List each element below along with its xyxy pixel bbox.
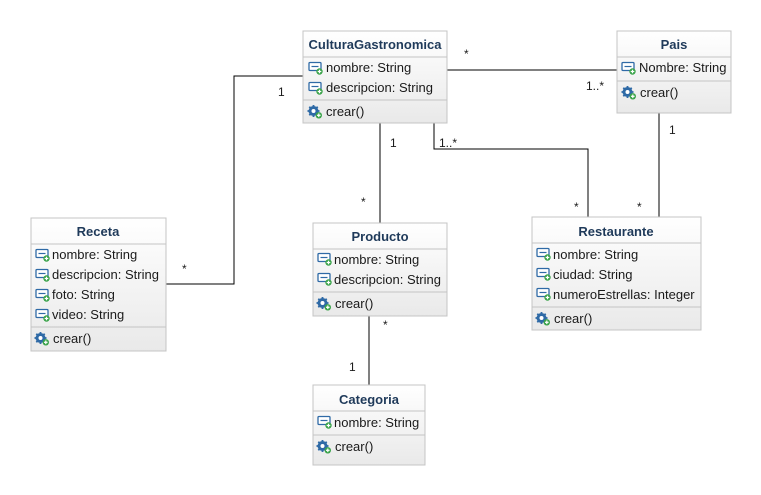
operation: crear()	[335, 439, 373, 454]
mult-producto-categoria-from: *	[383, 318, 388, 332]
class-box	[30, 217, 167, 352]
operation: crear()	[640, 85, 678, 100]
attribute: ciudad: String	[553, 267, 633, 282]
operation: crear()	[335, 296, 373, 311]
class-box	[302, 30, 448, 124]
class-box	[312, 384, 426, 466]
mult-cultura-restaurante-from: 1..*	[439, 136, 457, 150]
mult-cultura-pais-from: *	[464, 47, 469, 61]
assoc-cultura-receta[interactable]	[166, 75, 303, 285]
class-name: CulturaGastronomica	[309, 37, 443, 52]
class-producto[interactable]: Producto nombre: String descripcion: Str…	[312, 222, 448, 317]
class-name: Producto	[351, 229, 408, 244]
mult-cultura-producto-from: 1	[390, 136, 397, 150]
mult-producto-categoria-to: 1	[349, 360, 356, 374]
attribute: numeroEstrellas: Integer	[553, 287, 695, 302]
mult-cultura-receta-from: 1	[278, 85, 285, 99]
mult-cultura-receta-to: *	[182, 262, 187, 276]
class-receta[interactable]: Receta nombre: String descripcion: Strin…	[30, 217, 167, 352]
operation: crear()	[554, 311, 592, 326]
class-box	[312, 222, 448, 317]
class-name: Restaurante	[578, 224, 653, 239]
attribute: descripcion: String	[52, 267, 159, 282]
mult-cultura-pais-to: 1..*	[586, 79, 604, 93]
class-box	[616, 30, 732, 114]
mult-cultura-producto-to: *	[361, 195, 366, 209]
operation: crear()	[326, 104, 364, 119]
class-box	[531, 216, 702, 331]
attribute: nombre: String	[334, 415, 419, 430]
class-categoria[interactable]: Categoria nombre: String crear()	[312, 384, 426, 466]
attribute: descripcion: String	[326, 80, 433, 95]
attribute: Nombre: String	[639, 60, 726, 75]
attribute: nombre: String	[326, 60, 411, 75]
attribute: nombre: String	[52, 247, 137, 262]
attribute: video: String	[52, 307, 124, 322]
attribute: foto: String	[52, 287, 115, 302]
association-lines	[166, 69, 660, 385]
class-name: Categoria	[339, 392, 400, 407]
class-name: Pais	[661, 37, 688, 52]
class-pais[interactable]: Pais Nombre: String crear()	[616, 30, 732, 114]
attribute: nombre: String	[334, 252, 419, 267]
attribute: descripcion: String	[334, 272, 441, 287]
operation: crear()	[53, 331, 91, 346]
mult-pais-restaurante-to: *	[637, 200, 642, 214]
attribute: nombre: String	[553, 247, 638, 262]
multiplicity-labels: * 1..* 1 * 1 * 1..* * 1 * * 1	[182, 47, 676, 374]
mult-pais-restaurante-from: 1	[669, 123, 676, 137]
mult-cultura-restaurante-to: *	[574, 200, 579, 214]
class-restaurante[interactable]: Restaurante nombre: String ciudad: Strin…	[531, 216, 702, 331]
class-cultura-gastronomica[interactable]: CulturaGastronomica nombre: String descr…	[302, 30, 448, 124]
class-name: Receta	[77, 224, 120, 239]
assoc-cultura-restaurante[interactable]	[433, 123, 589, 217]
